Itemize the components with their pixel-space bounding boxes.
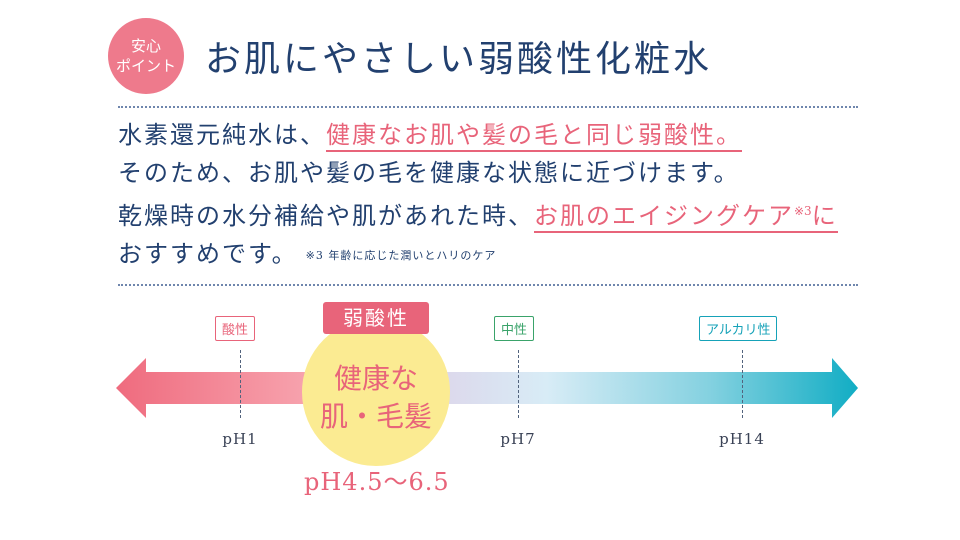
healthy-ph-range: pH4.5〜6.5 (304, 468, 450, 496)
acid-label: 酸性 (215, 316, 256, 341)
body-line-3-a: 乾燥時の水分補給や肌があれた時、 (118, 202, 534, 230)
body-highlight-aging-care: お肌のエイジングケア※3に (534, 202, 838, 233)
alkaline-label: アルカリ性 (699, 316, 778, 341)
body-highlight-weak-acid: 健康なお肌や髪の毛と同じ弱酸性。 (326, 121, 742, 152)
ph7-marker-line (518, 350, 519, 418)
aging-care-suffix: に (811, 202, 838, 230)
body-line-1-a: 水素還元純水は、 (118, 121, 326, 149)
ph7-label: pH7 (500, 430, 536, 448)
badge-line2: ポイント (115, 57, 176, 75)
healthy-line1: 健康な (333, 362, 418, 395)
footnote-mark: ※3 (794, 204, 812, 218)
page-title: お肌にやさしい弱酸性化粧水 (205, 39, 713, 80)
healthy-range-circle: 健康な 肌・毛髪 (302, 318, 450, 466)
body-line-1: 水素還元純水は、健康なお肌や髪の毛と同じ弱酸性。 (118, 116, 838, 154)
body-line-4-text: おすすめです。 (118, 240, 298, 268)
divider-bottom (118, 284, 858, 286)
ph1-label: pH1 (222, 430, 258, 448)
badge-line1: 安心 (130, 37, 161, 55)
safety-point-badge: 安心 ポイント (108, 18, 184, 94)
body-line-2: そのため、お肌や髪の毛を健康な状態に近づけます。 (118, 159, 740, 187)
weak-acid-label: 弱酸性 (323, 302, 429, 334)
ph1-marker-line (240, 350, 241, 418)
body-line-3: 乾燥時の水分補給や肌があれた時、お肌のエイジングケア※3に (118, 192, 838, 235)
healthy-line2: 肌・毛髪 (319, 400, 432, 433)
description-text: 水素還元純水は、健康なお肌や髪の毛と同じ弱酸性。 そのため、お肌や髪の毛を健康な… (118, 116, 838, 275)
footnote-text: ※3 年齢に応じた潤いとハリのケア (305, 248, 497, 262)
aging-care-text: お肌のエイジングケア (534, 202, 794, 230)
ph14-marker-line (742, 350, 743, 418)
ph14-label: pH14 (719, 430, 765, 448)
body-line-4: おすすめです。 ※3 年齢に応じた潤いとハリのケア (118, 235, 838, 275)
divider-top (118, 106, 858, 108)
neutral-label: 中性 (494, 316, 535, 341)
